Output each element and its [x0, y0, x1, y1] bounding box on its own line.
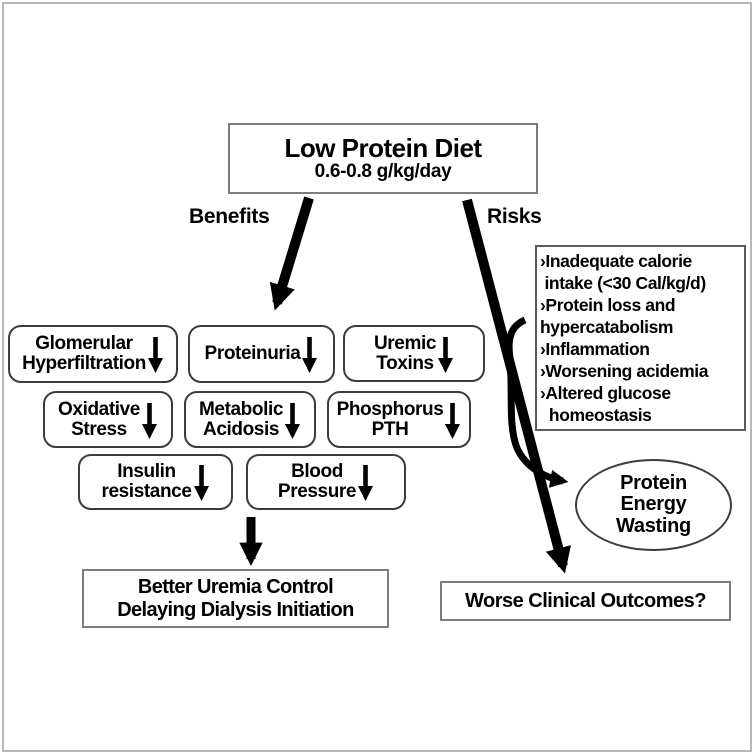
benefit-node-label: Uremic Toxins	[373, 332, 437, 374]
root-title: Low Protein Diet	[284, 132, 482, 163]
benefit-node-label: Proteinuria	[204, 343, 301, 365]
benefit-node-oxidative-stress: Oxidative Stress	[43, 391, 173, 448]
benefit-node-insulin-resistance: Insulin resistance	[78, 454, 233, 510]
benefit-node-glomerular-hyperfiltration: Glomerular Hyperfiltration	[8, 325, 178, 383]
decrease-arrow-icon	[358, 465, 374, 501]
benefits-branch-label: Benefits	[189, 205, 270, 228]
decrease-arrow-icon	[285, 402, 301, 439]
benefit-node-uremic-toxins: Uremic Toxins	[343, 325, 485, 382]
risk-item-line: ›Worsening acidemia	[540, 361, 709, 381]
benefit-outcome-node: Better Uremia Control Delaying Dialysis …	[82, 569, 389, 628]
root-subtitle: 0.6-0.8 g/kg/day	[314, 161, 452, 183]
benefit-node-label: Blood Pressure	[277, 461, 357, 502]
protein-energy-wasting-ellipse: Protein Energy Wasting	[575, 459, 732, 551]
benefit-node-label: Glomerular Hyperfiltration	[22, 333, 146, 374]
risk-outcome-node: Worse Clinical Outcomes?	[440, 581, 731, 621]
benefit-outcome-label: Better Uremia Control Delaying Dialysis …	[117, 575, 354, 621]
root-node-low-protein-diet: Low Protein Diet 0.6-0.8 g/kg/day	[228, 123, 538, 194]
decrease-arrow-icon	[193, 465, 209, 501]
benefit-node-blood-pressure: Blood Pressure	[246, 454, 406, 510]
benefit-node-proteinuria: Proteinuria	[188, 325, 335, 383]
benefit-node-label: Insulin resistance	[101, 461, 192, 502]
decrease-arrow-icon	[302, 337, 318, 373]
benefit-node-metabolic-acidosis: Metabolic Acidosis	[184, 391, 316, 448]
risk-item-line: ›Inflammation	[540, 339, 650, 359]
benefit-node-phosphorus-pth: Phosphorus PTH	[327, 391, 471, 448]
risks-list-box: ›Inadequate calorie intake (<30 Cal/kg/d…	[535, 245, 746, 431]
decrease-arrow-icon	[141, 402, 157, 439]
risk-item-line: homeostasis	[540, 405, 652, 425]
decrease-arrow-icon	[147, 337, 163, 373]
risk-item-line: hypercatabolism	[540, 317, 674, 337]
risk-item-line: ›Protein loss and	[540, 295, 676, 315]
risks-branch-label: Risks	[487, 205, 542, 228]
pew-label: Protein Energy Wasting	[616, 471, 691, 537]
risk-outcome-label: Worse Clinical Outcomes?	[464, 589, 707, 612]
benefit-node-label: Phosphorus PTH	[336, 398, 444, 440]
benefit-node-label: Oxidative Stress	[58, 398, 140, 440]
decrease-arrow-icon	[445, 402, 461, 439]
risk-item-line: ›Inadequate calorie	[540, 251, 692, 271]
benefits-branch-arrow	[269, 196, 314, 311]
decrease-arrow-icon	[438, 336, 454, 373]
risk-item-line: ›Altered glucose	[540, 383, 671, 403]
risk-item-line: intake (<30 Cal/kg/d)	[540, 273, 706, 293]
benefit-node-label: Metabolic Acidosis	[198, 398, 284, 440]
